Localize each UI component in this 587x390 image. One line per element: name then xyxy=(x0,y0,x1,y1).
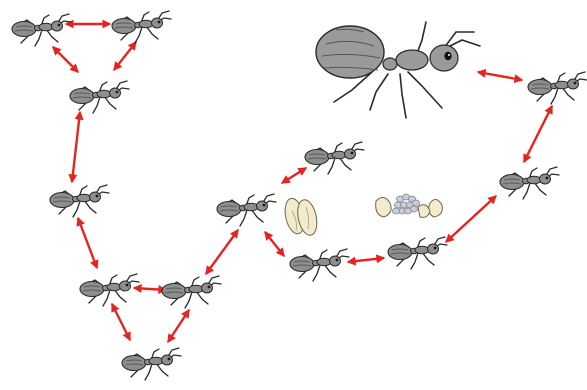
worker-ant-icon xyxy=(162,276,221,308)
worker-ant-icon xyxy=(528,72,587,104)
interaction-arrow-w12-w13 xyxy=(524,106,552,162)
worker-ant-icon xyxy=(217,194,276,226)
interaction-arrow-w8-w10 xyxy=(265,232,284,256)
interaction-arrow-w8-w9 xyxy=(282,168,306,183)
pupa-icon xyxy=(282,197,320,237)
queen-ant-icon xyxy=(316,22,480,118)
worker-ant-icon xyxy=(80,274,139,306)
interaction-arrow-w1-w3 xyxy=(53,47,78,72)
worker-ant-icon xyxy=(122,348,181,380)
worker-ant-icon xyxy=(305,142,364,174)
worker-ant-icon xyxy=(388,237,447,269)
interaction-arrow-w4-w5 xyxy=(78,218,97,268)
worker-ant-icon xyxy=(70,81,129,113)
interaction-arrow-w5-w6 xyxy=(134,288,166,290)
interaction-arrow-w3-w4 xyxy=(72,112,80,182)
worker-ant-icon xyxy=(500,167,559,199)
eggs-and-larvae-icon xyxy=(376,194,443,217)
interaction-arrow-w7-w6 xyxy=(168,310,189,342)
interaction-arrow-w10-w11 xyxy=(348,258,384,262)
worker-ant-icon xyxy=(50,185,109,217)
worker-ant-icon xyxy=(112,11,171,43)
worker-ant-icon xyxy=(12,14,71,46)
interaction-arrow-w5-w7 xyxy=(112,304,130,340)
interaction-arrow-w2-w3 xyxy=(114,42,136,70)
interaction-arrows xyxy=(53,24,552,342)
interaction-arrow-w6-w8 xyxy=(206,230,238,274)
worker-ant-icon xyxy=(290,249,349,281)
interaction-arrow-w11-w12 xyxy=(446,196,496,242)
interaction-arrow-w14-queen xyxy=(478,72,522,80)
colony-members xyxy=(12,11,587,380)
